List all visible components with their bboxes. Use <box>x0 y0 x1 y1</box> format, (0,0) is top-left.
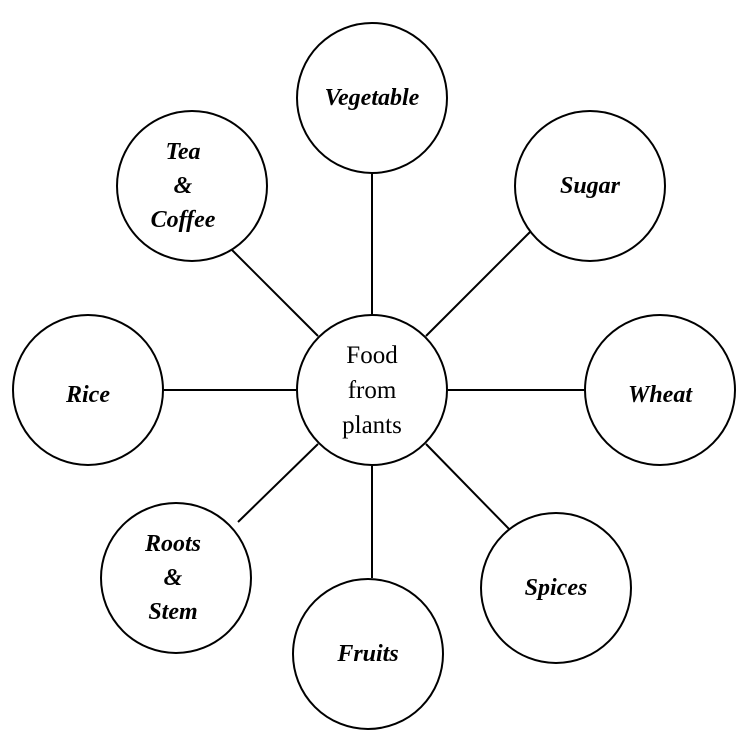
node-wheat-label: Wheat <box>627 382 692 408</box>
link-spices <box>425 443 511 531</box>
node-spices-label: Spices <box>524 575 588 601</box>
node-center-food-from-plants: Food from plants <box>296 314 448 466</box>
link-roots-stem <box>237 443 319 523</box>
node-tea-coffee: Tea & Coffee <box>116 110 268 262</box>
node-tea-coffee-label: Tea & Coffee <box>150 139 216 233</box>
link-sugar <box>425 231 531 337</box>
node-vegetable: Vegetable <box>296 22 448 174</box>
node-rice-label: Rice <box>66 382 110 408</box>
node-sugar-label: Sugar <box>559 173 621 199</box>
node-fruits: Fruits <box>292 578 444 730</box>
node-wheat: Wheat <box>584 314 736 466</box>
node-vegetable-label: Vegetable <box>324 85 420 111</box>
node-spices: Spices <box>480 512 632 664</box>
node-roots-stem-label: Roots & Stem <box>144 531 201 625</box>
node-center-label: Food from plants <box>342 341 402 439</box>
node-roots-stem: Roots & Stem <box>100 502 252 654</box>
node-sugar: Sugar <box>514 110 666 262</box>
node-fruits-label: Fruits <box>337 641 399 667</box>
link-tea-coffee <box>231 249 319 337</box>
node-rice: Rice <box>12 314 164 466</box>
